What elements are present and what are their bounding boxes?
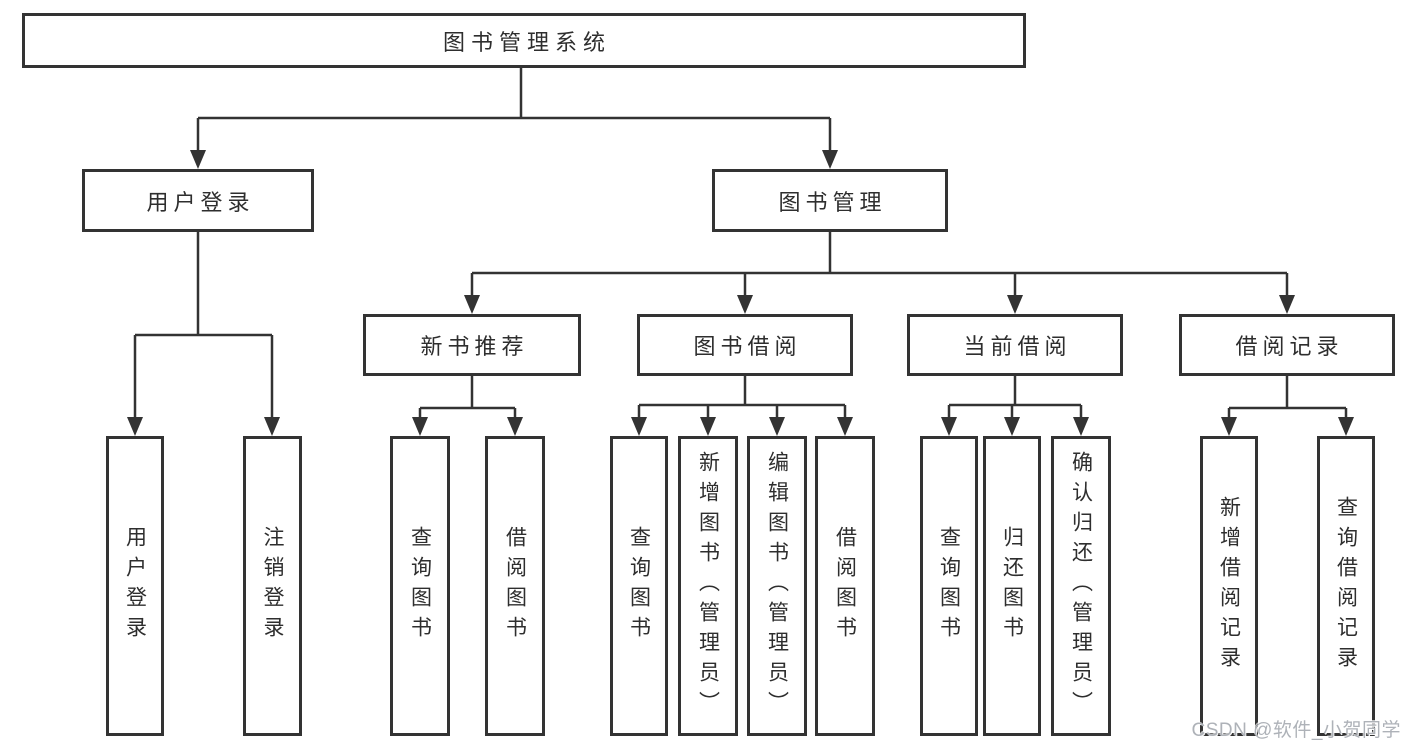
arrow-icon [464,295,480,314]
arrow-icon [412,417,428,436]
leaf-borrow-books-borrowing: 借阅图书 [815,436,875,736]
leaf-add-borrow-record: 新增借阅记录 [1200,436,1258,736]
leaf-borrow-books-recommend: 借阅图书 [485,436,545,736]
arrow-icon [507,417,523,436]
leaf-query-borrow-record: 查询借阅记录 [1317,436,1375,736]
node-book-management: 图书管理 [712,169,948,232]
leaf-query-books-recommend: 查询图书 [390,436,450,736]
node-borrowing-records: 借阅记录 [1179,314,1395,376]
arrow-icon [1221,417,1237,436]
arrow-icon [264,417,280,436]
node-library-management-system: 图书管理系统 [22,13,1026,68]
arrow-icon [941,417,957,436]
connector-book-management-branch [470,232,1289,297]
node-current-borrowing: 当前借阅 [907,314,1123,376]
leaf-add-book-admin: 新增图书（管理员） [678,436,738,736]
leaf-query-books-current: 查询图书 [920,436,978,736]
connector-borrowing-records-branch [1227,376,1348,420]
csdn-watermark: CSDN @软件_小贺同学 [1191,720,1401,741]
leaf-query-books-borrowing: 查询图书 [610,436,668,736]
connector-user-login-branch [133,232,274,420]
arrow-icon [1007,295,1023,314]
leaf-confirm-return-admin: 确认归还（管理员） [1051,436,1111,736]
arrow-icon [737,295,753,314]
connector-new-book-recommend-branch [418,376,517,420]
arrow-icon [700,417,716,436]
leaf-user-login: 用户登录 [106,436,164,736]
connector-book-borrowing-branch [637,376,847,420]
arrow-icon [1073,417,1089,436]
connector-root-to-level2 [196,68,832,152]
leaf-edit-book-admin: 编辑图书（管理员） [747,436,807,736]
leaf-return-books: 归还图书 [983,436,1041,736]
arrow-icon [822,150,838,169]
arrow-icon [1004,417,1020,436]
leaf-logout-login: 注销登录 [243,436,302,736]
arrow-icon [1279,295,1295,314]
arrow-icon [127,417,143,436]
node-user-login: 用户登录 [82,169,314,232]
arrow-icon [190,150,206,169]
arrow-icon [769,417,785,436]
node-new-book-recommend: 新书推荐 [363,314,581,376]
connector-current-borrowing-branch [947,376,1083,420]
node-book-borrowing: 图书借阅 [637,314,853,376]
arrow-icon [631,417,647,436]
arrow-icon [1338,417,1354,436]
arrow-icon [837,417,853,436]
